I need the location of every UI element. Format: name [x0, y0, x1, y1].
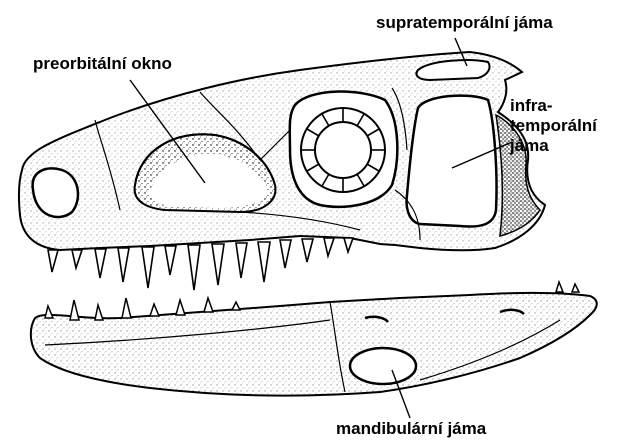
label-infratemporal-line1: infra-	[510, 96, 597, 116]
label-infratemporal-line2: temporální	[510, 116, 597, 136]
label-mandibular-fossa: mandibulární jáma	[336, 420, 486, 438]
naris-opening	[33, 168, 78, 217]
label-preorbital-window: preorbitální okno	[33, 55, 172, 73]
infratemporal-fossa	[407, 96, 497, 227]
label-infratemporal-line3: jáma	[510, 136, 597, 156]
sclerotic-ring-inner	[315, 122, 371, 178]
label-infratemporal-fossa: infra- temporální jáma	[510, 96, 597, 156]
mandibular-fossa	[350, 348, 416, 384]
label-supratemporal-fossa: supratemporální jáma	[376, 14, 553, 32]
